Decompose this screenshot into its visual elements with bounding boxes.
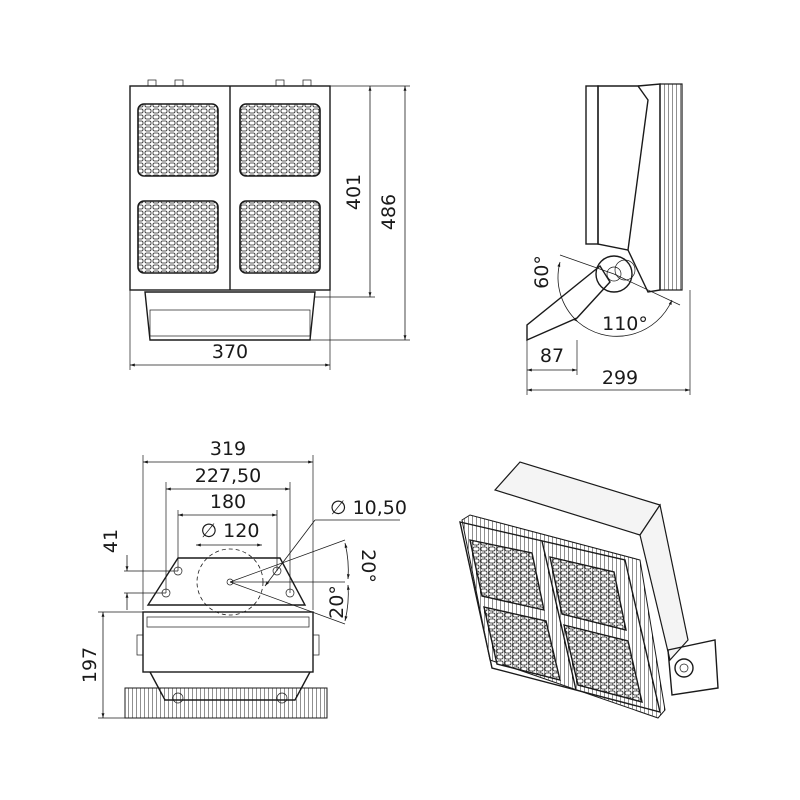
side-view: 60° 110° 87 299 <box>526 83 691 395</box>
dim-110-deg: 110° <box>602 313 648 335</box>
dim-197: 197 <box>79 647 101 683</box>
dim-41: 41 <box>100 529 122 553</box>
dim-299: 299 <box>602 367 638 389</box>
iso-front-panel <box>459 521 661 713</box>
iso-led-module <box>469 539 643 703</box>
dim-angle-up-20: 20° <box>357 549 379 583</box>
dim-diameter-10-50: ∅ 10,50 <box>330 497 407 519</box>
dim-227-50: 227,50 <box>195 465 261 487</box>
dim-diameter-120: ∅ 120 <box>201 520 260 542</box>
mounting-bracket <box>144 291 316 341</box>
dim-319: 319 <box>210 438 246 460</box>
dim-87: 87 <box>540 345 564 367</box>
isometric-view <box>459 461 719 719</box>
dim-486: 486 <box>378 194 400 230</box>
dim-401: 401 <box>343 174 365 210</box>
front-view: 401 486 370 <box>129 79 410 370</box>
dim-180: 180 <box>210 491 246 513</box>
bracket-view: 319 227,50 180 ∅ 120 ∅ 10,50 41 20° 20° … <box>79 438 407 719</box>
dim-60-deg: 60° <box>531 255 553 289</box>
dim-angle-down-20: 20° <box>326 585 348 619</box>
dim-370: 370 <box>212 341 248 363</box>
led-module <box>137 103 321 274</box>
